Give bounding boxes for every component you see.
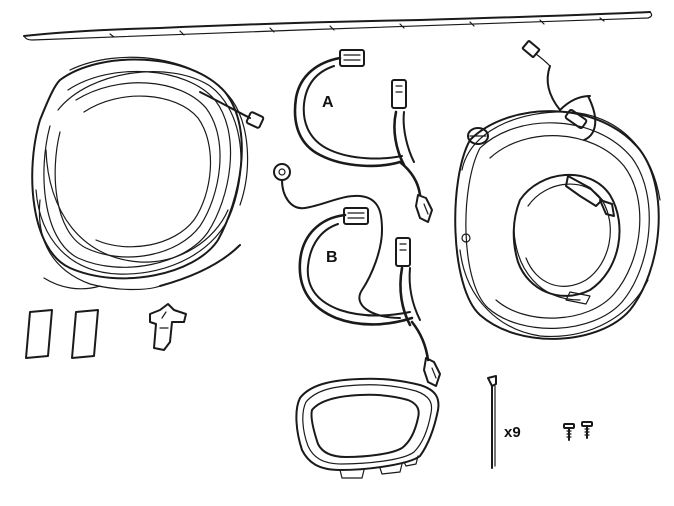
cable-tie-quantity-label: x9 (504, 424, 521, 441)
adhesive-strip-2 (71, 309, 99, 359)
coiled-cable-left (31, 56, 265, 291)
cable-tie (487, 375, 497, 469)
adhesive-strip-1 (25, 309, 53, 359)
harness-b (298, 207, 441, 387)
screws (563, 421, 593, 441)
harness-a-label: A (322, 94, 334, 111)
trim-strip (23, 11, 653, 41)
coiled-cable-right (454, 40, 661, 340)
screw-2 (581, 421, 593, 439)
adhesive-strips (25, 309, 99, 359)
harness-b-label: B (326, 249, 338, 266)
harness-a (293, 49, 433, 223)
screw-1 (563, 423, 575, 441)
ground-ring-terminal (273, 163, 383, 231)
display-bezel (295, 377, 440, 479)
mounting-clip (149, 303, 187, 351)
